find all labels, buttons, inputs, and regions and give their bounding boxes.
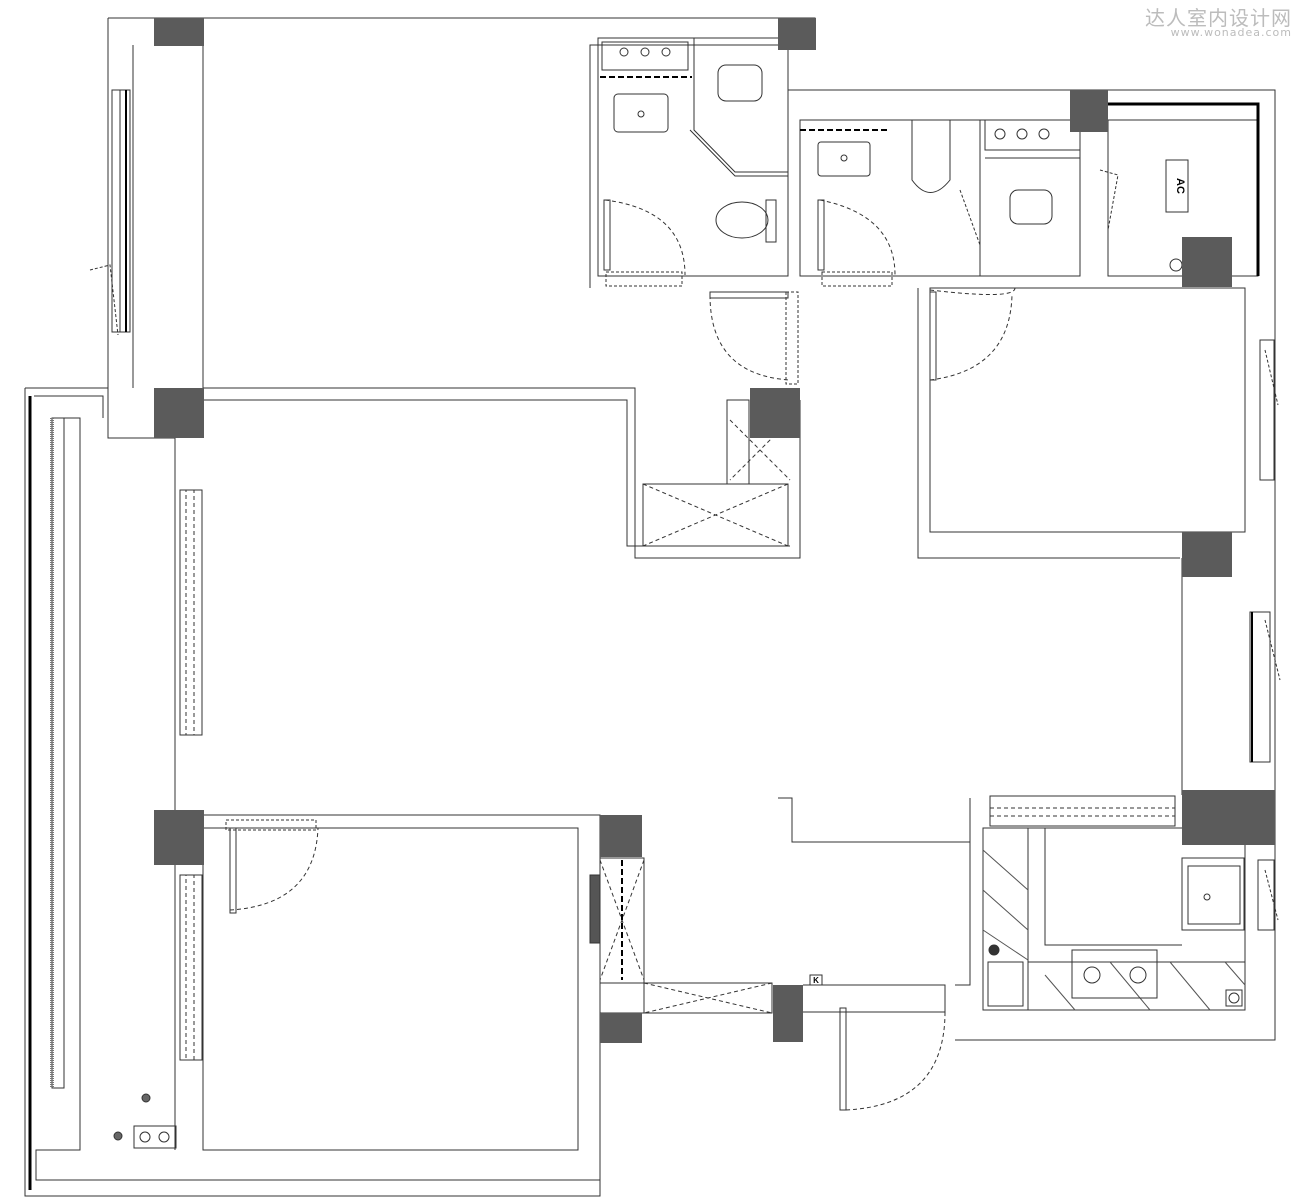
bedroom-top-left — [107, 17, 816, 559]
bedroom-bottom-left — [113, 814, 601, 1151]
entrance-door — [803, 974, 946, 1111]
sliding-door-living — [179, 489, 203, 1061]
bathroom-1 — [597, 37, 789, 287]
kitchen — [778, 795, 1279, 1011]
structural-columns — [154, 18, 1275, 1043]
window-right — [1249, 611, 1281, 763]
ac-room — [955, 89, 1276, 1041]
wardrobe — [589, 857, 773, 1014]
corridor-doors — [709, 291, 799, 385]
ac-label: AC — [1174, 178, 1186, 194]
window-top-left — [89, 89, 131, 336]
kitchen-marker-label: K — [813, 976, 819, 985]
living-area — [24, 387, 601, 1197]
watermark-title: 达人室内设计网 — [1145, 6, 1292, 30]
watermark-url: www.wonadea.com — [1170, 26, 1292, 39]
bathroom-2 — [787, 89, 1081, 287]
bedroom-right — [917, 287, 1279, 559]
